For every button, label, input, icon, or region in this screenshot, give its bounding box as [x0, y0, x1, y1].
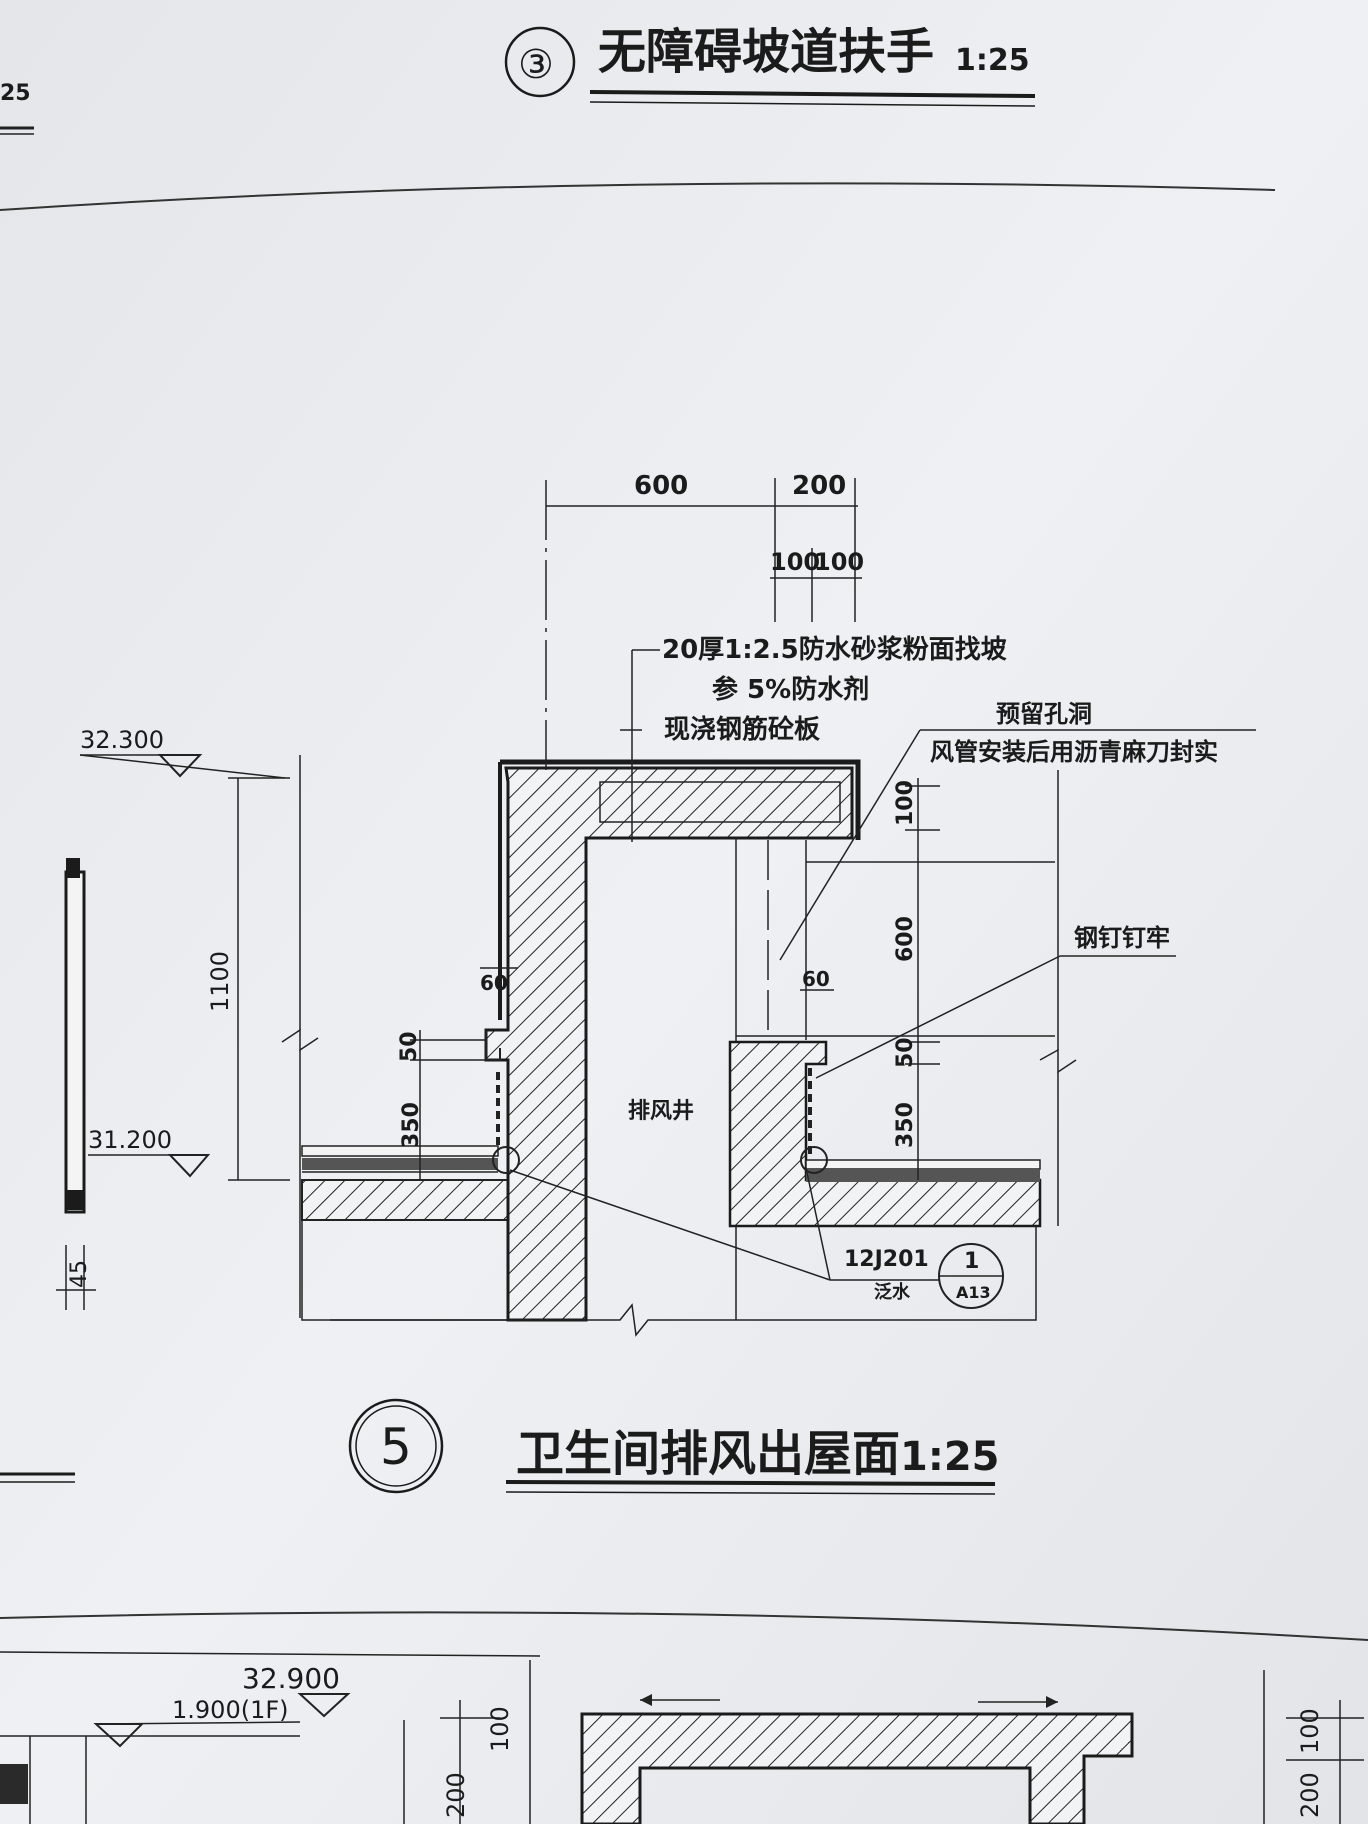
dim-600-right: 600 [893, 916, 918, 962]
dim-350-right: 350 [893, 1102, 918, 1148]
bottom-dim-200-right: 200 [1296, 1772, 1324, 1818]
note-opening-2: 风管安装后用沥青麻刀封实 [930, 738, 1218, 766]
bottom-dim-200-left: 200 [442, 1772, 470, 1818]
railing-post [64, 870, 86, 1214]
dim-60-right: 60 [802, 967, 830, 991]
elevation-lower: 31.200 [88, 1126, 172, 1154]
dim-100-top-b: 100 [814, 548, 864, 576]
break-mark-left [281, 1028, 319, 1052]
shaft-wall-left [484, 766, 854, 1322]
bottom-dim-100-left: 100 [486, 1706, 514, 1752]
cover-slab [599, 781, 841, 823]
dim-50-right: 50 [893, 1037, 918, 1068]
screed-layer-right [805, 1159, 1041, 1170]
note-slab: 现浇钢筋砼板 [664, 714, 820, 745]
dim-60-left: 60 [480, 971, 508, 995]
detail-5-number: 5 [380, 1418, 412, 1476]
bottom-break-line [330, 1226, 1037, 1337]
bottom-cap-section [580, 1712, 1134, 1824]
shaft-label: 排风井 [628, 1099, 694, 1124]
dim-200-top: 200 [792, 471, 846, 501]
leader-nail [815, 955, 1061, 1079]
detail-3-scale: 1:25 [955, 43, 1030, 78]
dim-50-left: 50 [397, 1031, 422, 1062]
dim-1100: 1100 [206, 951, 234, 1012]
detail-5-title: 卫生间排风出屋面 [516, 1426, 900, 1482]
bottom-elevation-1f: 1.900(1F) [172, 1696, 289, 1724]
railing-post-cap [66, 858, 80, 878]
detail-5-title-underline [505, 1480, 996, 1486]
roof-slab-left [301, 1179, 511, 1221]
railing-post-detail: 45 [56, 858, 96, 1310]
dim-100-top-a: 100 [770, 548, 820, 576]
dim-100-right: 100 [893, 780, 918, 826]
cant-strip-left [492, 1146, 520, 1174]
detail-5-drawing: 32.300 31.200 1100 排风井 [79, 471, 1256, 1337]
detail-3-header: 25 ③ 无障碍坡道扶手 1:25 [0, 24, 1036, 135]
detail-3-title-underline [589, 90, 1036, 98]
detail-3-index-circle [504, 26, 576, 98]
bottom-elevation-main: 32.900 [242, 1662, 340, 1695]
railing-post-base [66, 1190, 84, 1210]
detail-5-index-inner [355, 1405, 437, 1487]
elevation-marker-upper [157, 754, 203, 778]
break-mark-right [1039, 1048, 1077, 1074]
dim-45: 45 [67, 1260, 92, 1288]
ref-sheet: A13 [956, 1283, 991, 1302]
note-mortar-line-1: 20厚1:2.5防水砂浆粉面找坡 [662, 634, 1007, 665]
detail-5-scale: 1:25 [900, 1434, 1000, 1480]
leader-opening [779, 729, 921, 961]
sheet-divider-lower [0, 1611, 1368, 1641]
ref-code: 12J201 [844, 1247, 929, 1272]
elevation-marker-lower [167, 1154, 211, 1178]
detail-3-title: 无障碍坡道扶手 [598, 24, 934, 80]
detail-5-header: 5 卫生间排风出屋面 1:25 [0, 1398, 1000, 1495]
detail-5-index-outer [348, 1398, 444, 1494]
dim-350-left: 350 [399, 1102, 424, 1148]
ref-sub: 泛水 [874, 1281, 911, 1303]
waterproof-layer-right [806, 1170, 1040, 1182]
note-opening-1: 预留孔洞 [996, 700, 1092, 728]
edge-fragment-label: 25 [0, 81, 31, 106]
note-mortar-line-2: 参 5%防水剂 [712, 674, 869, 705]
cant-strip-right [800, 1146, 828, 1174]
bottom-elevation-marker [297, 1693, 351, 1718]
ref-index: 1 [964, 1249, 979, 1274]
detail-3-number: ③ [518, 42, 554, 88]
bottom-dim-100-right: 100 [1296, 1708, 1324, 1754]
elevation-upper: 32.300 [80, 726, 164, 754]
waterproof-layer-left [302, 1158, 498, 1170]
sheet-divider-upper [0, 182, 1276, 211]
bottom-partial-detail: 32.900 1.900(1F) 100 200 100 200 [0, 1651, 1364, 1824]
dim-600-top: 600 [634, 471, 688, 501]
mortar-cap-outline [500, 759, 861, 840]
note-nail: 钢钉钉牢 [1074, 924, 1170, 952]
